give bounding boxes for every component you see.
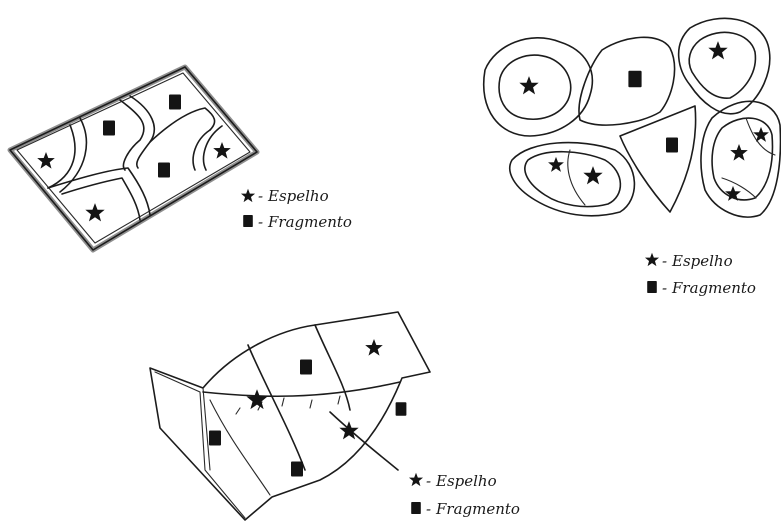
island-bottom-left [510,143,635,216]
star-icon [708,41,727,59]
star-icon [548,157,564,172]
island-center-top [579,37,675,125]
legend-square-label: Fragmento [435,500,520,518]
rectangle-map-legend: - Espelho - Fragmento [241,187,352,231]
star-icon [583,166,602,184]
legend-square-icon [411,502,421,514]
legend-square-label: Fragmento [671,279,756,297]
folded-map: - Espelho - Fragmento [150,312,520,520]
legend-star-label: Espelho [435,472,497,490]
islands-map-legend: - Espelho - Fragmento [645,252,756,297]
legend-separator: - [426,500,431,518]
square-icon [300,360,312,375]
square-icon [291,462,303,477]
square-icon [628,71,641,88]
legend-separator: - [258,213,263,231]
legend-separator: - [662,252,667,270]
legend-separator: - [258,187,263,205]
square-icon [169,95,181,110]
star-icon [753,127,769,142]
star-icon [365,339,383,356]
square-icon [396,402,407,416]
folded-map-legend: - Espelho - Fragmento [409,472,520,518]
square-icon [103,121,115,136]
square-icon [209,431,221,446]
square-icon [158,163,170,178]
legend-star-icon [645,253,659,266]
legend-square-label: Fragmento [267,213,352,231]
island-right-bottom [701,101,780,217]
star-icon [213,142,231,159]
legend-square-icon [243,215,253,227]
rectangle-map: - Espelho - Fragmento [10,67,352,250]
square-icon [666,138,678,153]
island-right-top [679,18,770,113]
star-icon [519,76,538,94]
folded-map-outline [150,312,430,520]
legend-star-label: Espelho [671,252,733,270]
rectangle-map-region-borders [48,96,222,220]
star-icon [85,203,104,221]
legend-star-icon [241,189,255,202]
legend-square-icon [647,281,657,293]
star-icon [37,152,55,169]
island-left [484,38,593,136]
star-icon [246,389,267,409]
legend-separator: - [426,472,431,490]
legend-star-icon [409,473,423,486]
legend-star-label: Espelho [267,187,329,205]
star-icon [730,144,748,161]
islands-map: - Espelho - Fragmento [484,18,781,297]
legend-separator: - [662,279,667,297]
